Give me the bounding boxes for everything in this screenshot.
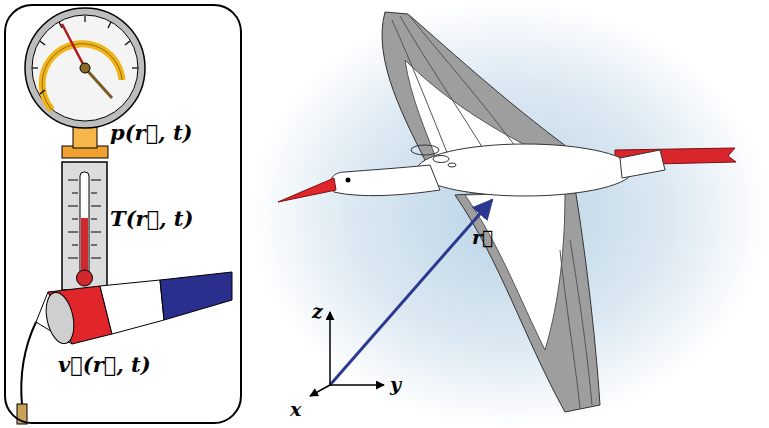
sky-glow: [250, 0, 769, 428]
axis-label: z: [312, 300, 323, 322]
axis-label: y: [390, 373, 401, 395]
axis-label: x: [290, 398, 301, 420]
quantity-label: T(r⃗, t): [110, 206, 194, 231]
panel-ground: [4, 4, 242, 424]
windsock: [17, 272, 232, 424]
thermometer: [62, 162, 107, 290]
quantity-label: p(r⃗, t): [110, 120, 193, 145]
vector-label: r⃗: [472, 226, 493, 248]
quantity-label: v⃗(r⃗, t): [58, 352, 151, 377]
coordinate-axes: [310, 312, 384, 396]
stork: [278, 12, 736, 412]
position-vector: [330, 200, 492, 385]
instrument-panel: p(r⃗, t) T(r⃗, t) v⃗(r⃗, t): [4, 4, 242, 424]
